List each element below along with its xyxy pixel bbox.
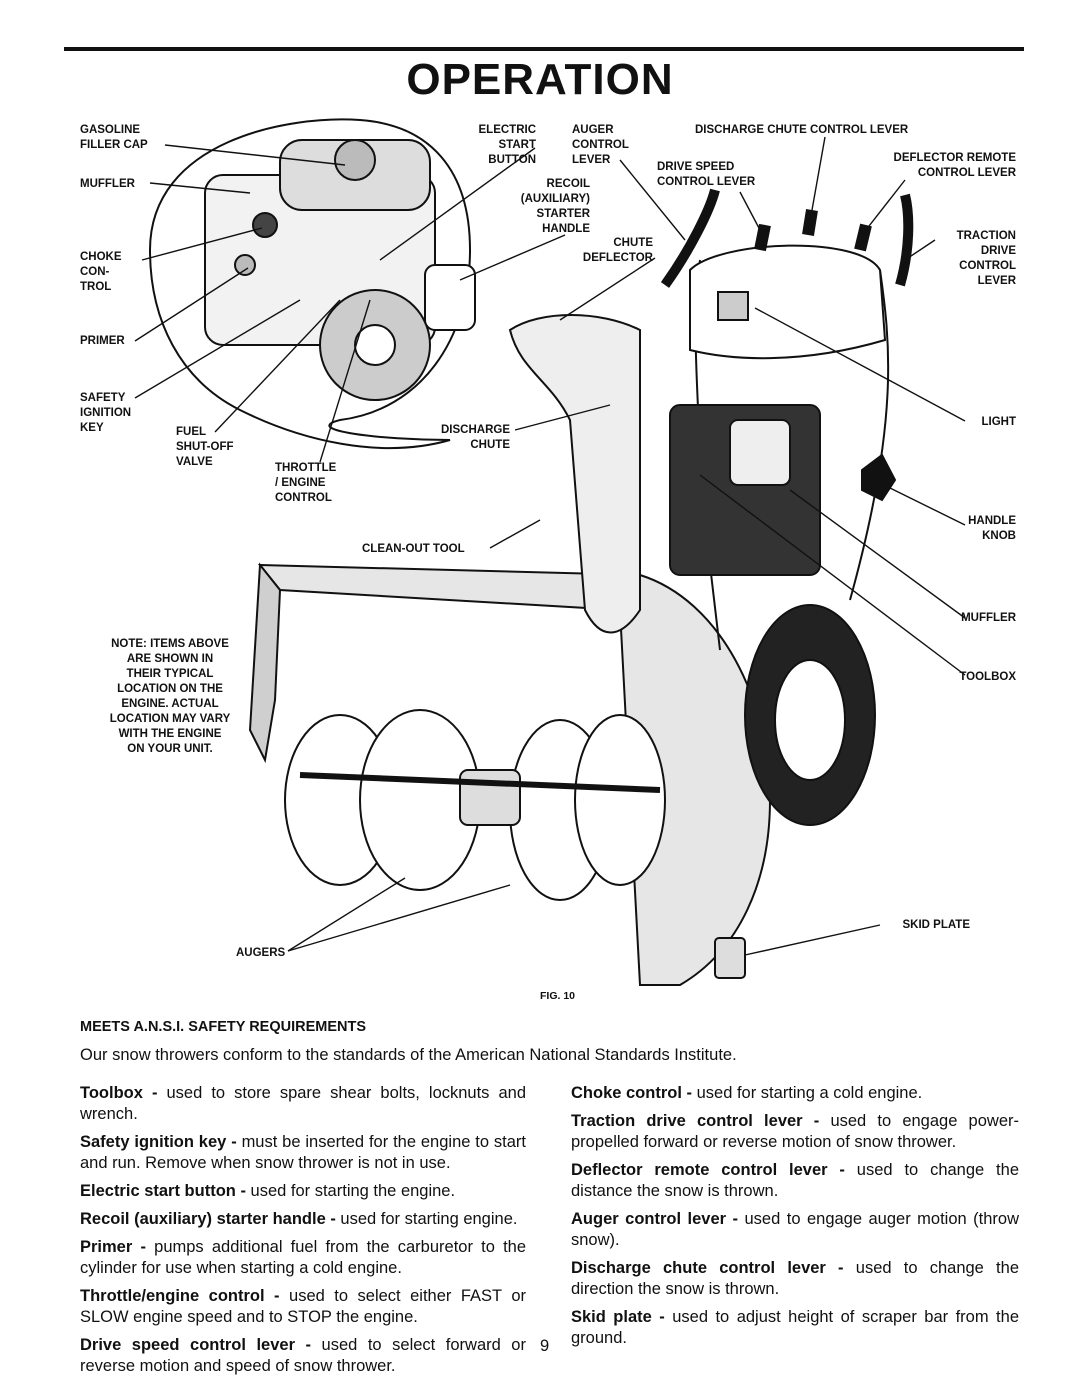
label-choke-control: CHOKE CON- TROL [80,251,122,293]
label-throttle-engine-control: THROTTLE / ENGINE CONTROL [275,462,337,504]
definition: used to engage power-propelled forward o… [571,1112,1019,1151]
term: Safety ignition key - [80,1133,237,1151]
auger-lever-shape [660,188,720,288]
label-discharge-chute: DISCHARGE CHUTE [440,424,510,451]
section-heading: MEETS A.N.S.I. SAFETY REQUIREMENTS [80,1019,367,1035]
label-muffler-left: MUFFLER [80,178,135,190]
auger-4 [574,714,666,886]
item-deflector-remote: Deflector remote control lever - used to… [571,1160,1019,1202]
definition: used to store spare shear bolts, locknut… [80,1084,526,1123]
gearbox [459,769,521,826]
label-drive-speed-control-lever: DRIVE SPEED CONTROL LEVER [657,161,756,188]
label-discharge-chute-control-lever: DISCHARGE CHUTE CONTROL LEVER [695,124,909,136]
definition: used to change the distance the snow is … [571,1161,1019,1200]
label-handle-knob: HANDLE KNOB [968,515,1016,542]
primer-icon [234,254,256,276]
right-column: Choke control - used for starting a cold… [571,1083,1019,1356]
traction-lever-shape [895,193,914,287]
item-electric-start-button: Electric start button - used for startin… [80,1181,526,1202]
label-augers: AUGERS [236,947,286,959]
discharge-chute-shape [508,314,641,634]
section-intro: Our snow throwers conform to the standar… [80,1046,737,1064]
term: Drive speed control lever - [80,1336,312,1354]
label-safety-ignition-key: SAFETY IGNITION KEY [80,392,132,434]
page-number: 9 [540,1337,550,1355]
auger-shaft [299,772,661,793]
label-skid-plate: SKID PLATE [902,919,970,931]
label-gasoline-filler-cap: GASOLINE FILLER CAP [80,124,148,151]
item-throttle: Throttle/engine control - used to select… [80,1286,526,1328]
term: Discharge chute control lever - [571,1259,844,1277]
definition: used to change the direction the snow is… [571,1259,1019,1298]
item-skid-plate: Skid plate - used to adjust height of sc… [571,1307,1019,1349]
definition: used to adjust height of scraper bar fro… [571,1308,1019,1347]
term: Recoil (auxiliary) starter handle - [80,1210,336,1228]
light-lens [717,291,749,321]
label-recoil-starter-handle: RECOIL (AUXILIARY) STARTER HANDLE [520,178,590,235]
label-toolbox: TOOLBOX [959,671,1016,683]
term: Traction drive control lever - [571,1112,820,1130]
muffler-box [729,419,791,486]
leader-lines [134,136,966,956]
item-primer: Primer - pumps additional fuel from the … [80,1237,526,1279]
item-auger-control: Auger control lever - used to engage aug… [571,1209,1019,1251]
definition: pumps additional fuel from the carbureto… [80,1238,527,1277]
definition: used for starting the engine. [245,1182,456,1200]
label-traction-drive-control-lever: TRACTION DRIVE CONTROL LEVER [956,230,1016,287]
item-drive-speed: Drive speed control lever - used to sele… [80,1335,526,1377]
term: Choke control - [571,1084,693,1102]
term: Deflector remote control lever - [571,1161,845,1179]
definition: used to engage auger motion (throw snow)… [571,1210,1020,1249]
label-muffler-right: MUFFLER [961,612,1016,624]
left-column: Toolbox - used to store spare shear bolt… [80,1083,526,1384]
label-light: LIGHT [981,416,1017,428]
label-chute-deflector: CHUTE DEFLECTOR [582,237,653,264]
label-electric-start-button: ELECTRIC START BUTTON [478,124,537,166]
label-primer: PRIMER [80,335,125,347]
diagram-note: NOTE: ITEMS ABOVE ARE SHOWN IN THEIR TYP… [109,638,231,755]
housing-face [248,562,282,764]
item-recoil-starter: Recoil (auxiliary) starter handle - used… [80,1209,526,1230]
handle-knob-shape [861,453,897,502]
item-toolbox: Toolbox - used to store spare shear bolt… [80,1083,526,1125]
term: Electric start button - [80,1182,246,1200]
term: Toolbox - [80,1084,158,1102]
definition: used to select either FAST or SLOW engin… [80,1287,526,1326]
gas-cap [334,139,376,181]
wheel-hub [774,659,846,781]
term: Skid plate - [571,1308,665,1326]
deflector-lever-shape-2 [854,223,872,252]
item-safety-ignition-key: Safety ignition key - must be inserted f… [80,1132,526,1174]
figure-label: FIG. 10 [540,990,576,1002]
key-icon [252,212,278,238]
snow-thrower-diagram [134,118,966,986]
deflector-lever-shape [802,209,818,236]
label-fuel-shut-off-valve: FUEL SHUT-OFF VALVE [176,426,234,468]
recoil-center [354,324,396,366]
term: Primer - [80,1238,146,1256]
item-traction-drive: Traction drive control lever - used to e… [571,1111,1019,1153]
title-rule [64,47,1024,51]
page-title: OPERATION [406,55,674,104]
recoil-handle [424,264,476,331]
skid-plate-shape [714,937,746,979]
definition: used to select forward or reverse motion… [80,1336,526,1375]
item-choke: Choke control - used for starting a cold… [571,1083,1019,1104]
drive-lever-shape [754,223,771,252]
term: Auger control lever - [571,1210,739,1228]
label-clean-out-tool: CLEAN-OUT TOOL [362,543,465,555]
definition: must be inserted for the engine to start… [80,1133,526,1172]
definition: used for starting a cold engine. [692,1084,923,1102]
label-auger-control-lever: AUGER CONTROL LEVER [572,124,629,166]
definition: used for starting engine. [335,1210,518,1228]
term: Throttle/engine control - [80,1287,280,1305]
item-discharge-chute: Discharge chute control lever - used to … [571,1258,1019,1300]
label-deflector-remote-control-lever: DEFLECTOR REMOTE CONTROL LEVER [893,152,1016,179]
dashboard [689,244,887,360]
